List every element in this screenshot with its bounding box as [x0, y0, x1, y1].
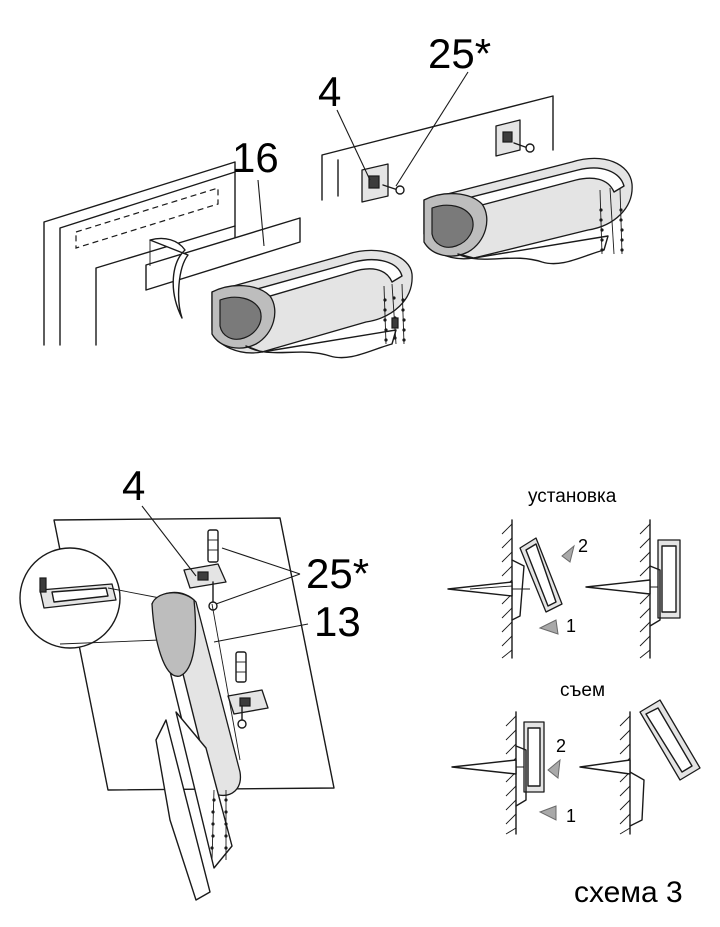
top-right-screw-mount: 4 25*: [318, 30, 633, 265]
remove-diagram: съем 2 1: [451, 680, 701, 835]
callout-bracket-4: 4: [318, 68, 341, 115]
diagram-caption: схема 3: [574, 876, 683, 909]
install-diagram: установка 2 1: [447, 486, 681, 659]
install-step-2: 2: [578, 536, 588, 556]
remove-step-1: 1: [566, 806, 576, 826]
wall-plug-icon: [207, 529, 219, 563]
wall-plug-icon: [235, 651, 247, 683]
remove-step-2: 2: [556, 736, 566, 756]
callout-tape-16: 16: [232, 134, 279, 181]
callout-screw-25: 25*: [306, 550, 369, 597]
remove-title: съем: [560, 680, 605, 701]
bottom-left-mount: 4 25* 13: [19, 462, 369, 901]
callout-cord-13: 13: [314, 598, 361, 645]
callout-screw-25: 25*: [428, 30, 491, 77]
top-left-adhesive-mount: 16: [43, 134, 413, 359]
install-step-1: 1: [566, 616, 576, 636]
install-title: установка: [528, 486, 617, 507]
callout-bracket-4: 4: [122, 462, 145, 509]
